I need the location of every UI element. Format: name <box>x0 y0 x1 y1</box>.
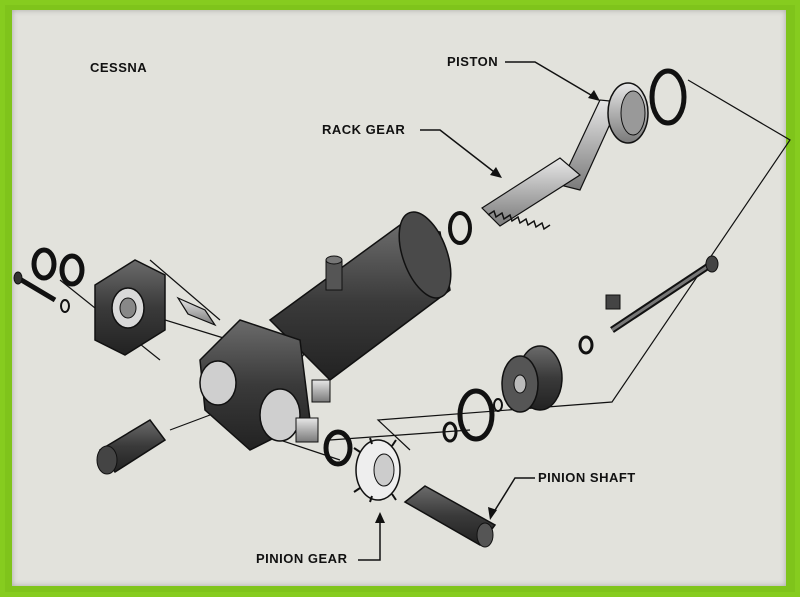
piston-arrowhead <box>588 90 600 101</box>
brand-label: CESSNA <box>90 60 148 75</box>
pinion-gear-label: PINION GEAR <box>256 551 348 566</box>
pinion-gear-leader <box>358 518 381 561</box>
bushing-part <box>176 296 217 327</box>
end-cover-part <box>94 259 166 356</box>
threaded-rod-part <box>578 255 719 355</box>
piston-leader <box>505 61 597 99</box>
seal-set-part <box>442 388 503 443</box>
pinion-shaft-leader <box>491 477 535 516</box>
rack-gear-part <box>481 157 582 231</box>
washer-set-part <box>31 247 85 313</box>
pinion-shaft-arrowhead <box>488 507 497 520</box>
leader-lines <box>358 61 597 561</box>
pinion-shaft-part <box>403 485 497 548</box>
pinion-gear-part <box>353 437 401 503</box>
piston-part <box>559 68 687 191</box>
bolt-part <box>13 271 57 303</box>
dust-cap-part <box>96 419 167 475</box>
housing-part <box>199 211 452 451</box>
rack-gear-leader <box>420 129 499 176</box>
spacer-part <box>311 379 331 403</box>
seal-ring-part <box>323 429 353 467</box>
pinion-shaft-label: PINION SHAFT <box>538 470 636 485</box>
o-ring-part <box>448 211 472 245</box>
piston-label: PISTON <box>447 54 499 69</box>
rack-gear-arrowhead <box>490 167 502 178</box>
end-plug-part <box>501 345 563 413</box>
pinion-gear-arrowhead <box>375 512 385 523</box>
rack-gear-label: RACK GEAR <box>322 122 406 137</box>
sleeve-part <box>295 417 319 443</box>
leader-arrowheads <box>375 90 600 523</box>
